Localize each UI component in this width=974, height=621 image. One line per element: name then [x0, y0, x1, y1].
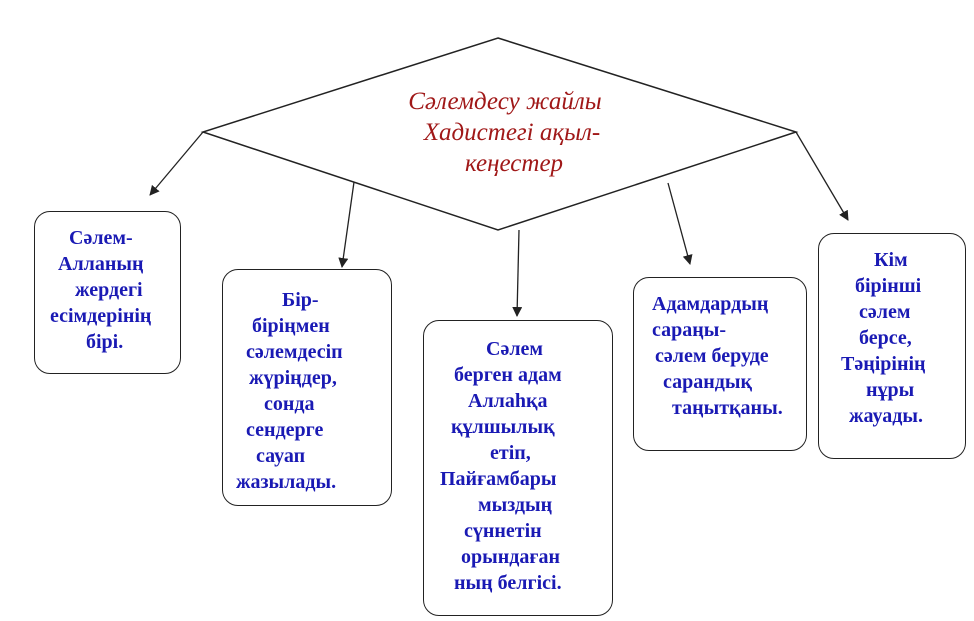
- box-2-line-1: Бір-: [282, 289, 319, 311]
- box-2-line-3: сәлемдесіп: [246, 341, 343, 363]
- box-2-line-7: сауап: [256, 445, 306, 467]
- box-1-line-3: жердегі: [75, 279, 143, 301]
- title-line-2: Хадистегі ақыл-: [423, 119, 601, 146]
- box-2-line-8: жазылады.: [236, 471, 337, 493]
- box-2-line-6: сендерге: [246, 419, 324, 441]
- box-3-line-6: Пайғамбары: [440, 468, 557, 490]
- box-4-line-1: Адамдардың: [652, 293, 769, 315]
- title-line-3: кеңестер: [464, 150, 564, 177]
- arrow-to-box-4: [667, 182, 693, 265]
- box-3-line-1: Сәлем: [486, 338, 544, 360]
- box-1-line-1: Сәлем-: [69, 227, 133, 249]
- box-5-line-5: Тәңірінің: [841, 353, 926, 375]
- box-2-line-5: сонда: [264, 393, 315, 415]
- title-line-1: Сәлемдесу жайлы: [408, 88, 602, 115]
- arrow-to-box-5: [795, 131, 849, 221]
- central-diamond: [200, 37, 799, 231]
- box-1: Сәлем- Алланың жердегі есімдерінің бірі.: [34, 211, 181, 374]
- box-2-line-4: жүріңдер,: [249, 367, 337, 389]
- box-5-line-3: сәлем: [859, 301, 911, 323]
- box-1-line-4: есімдерінің: [50, 305, 152, 327]
- box-4-line-3: сәлем беруде: [655, 345, 769, 367]
- box-3-line-4: құлшылық: [451, 416, 555, 438]
- box-5-line-1: Кім: [874, 249, 908, 271]
- box-3-line-3: Аллаһқа: [468, 390, 548, 412]
- box-2-line-2: біріңмен: [252, 315, 330, 337]
- box-5-line-2: бірінші: [855, 275, 922, 297]
- box-4-line-2: сараңы-: [652, 319, 727, 341]
- box-3-line-7: мыздың: [478, 494, 553, 516]
- box-3-line-8: сүннетін: [464, 520, 542, 542]
- box-1-line-5: бірі.: [86, 331, 124, 353]
- box-4-line-4: сарандық: [663, 371, 753, 393]
- box-1-line-2: Алланың: [58, 253, 144, 275]
- box-4-line-5: таңытқаны.: [672, 397, 783, 419]
- diagram-title: Сәлемдесу жайлы Хадистегі ақыл- кеңестер: [360, 86, 650, 179]
- box-5-line-7: жауады.: [849, 405, 923, 427]
- arrow-to-box-3: [512, 229, 523, 317]
- arrow-to-box-1: [149, 131, 204, 196]
- box-3-line-9: орындаған: [461, 546, 560, 568]
- box-3-line-10: ның белгісі.: [454, 572, 562, 594]
- arrow-to-box-2: [338, 181, 355, 268]
- box-2: Бір- біріңмен сәлемдесіп жүріңдер, сонда…: [222, 269, 392, 506]
- box-4: Адамдардың сараңы- сәлем беруде сарандық…: [633, 277, 807, 451]
- box-5-line-6: нұры: [866, 379, 915, 401]
- box-5: Кім бірінші сәлем берсе, Тәңірінің нұры …: [818, 233, 966, 459]
- box-3-line-5: етіп,: [490, 442, 531, 464]
- box-3-line-2: берген адам: [454, 364, 562, 386]
- box-5-line-4: берсе,: [859, 327, 912, 349]
- box-3: Сәлем берген адам Аллаһқа құлшылық етіп,…: [423, 320, 613, 616]
